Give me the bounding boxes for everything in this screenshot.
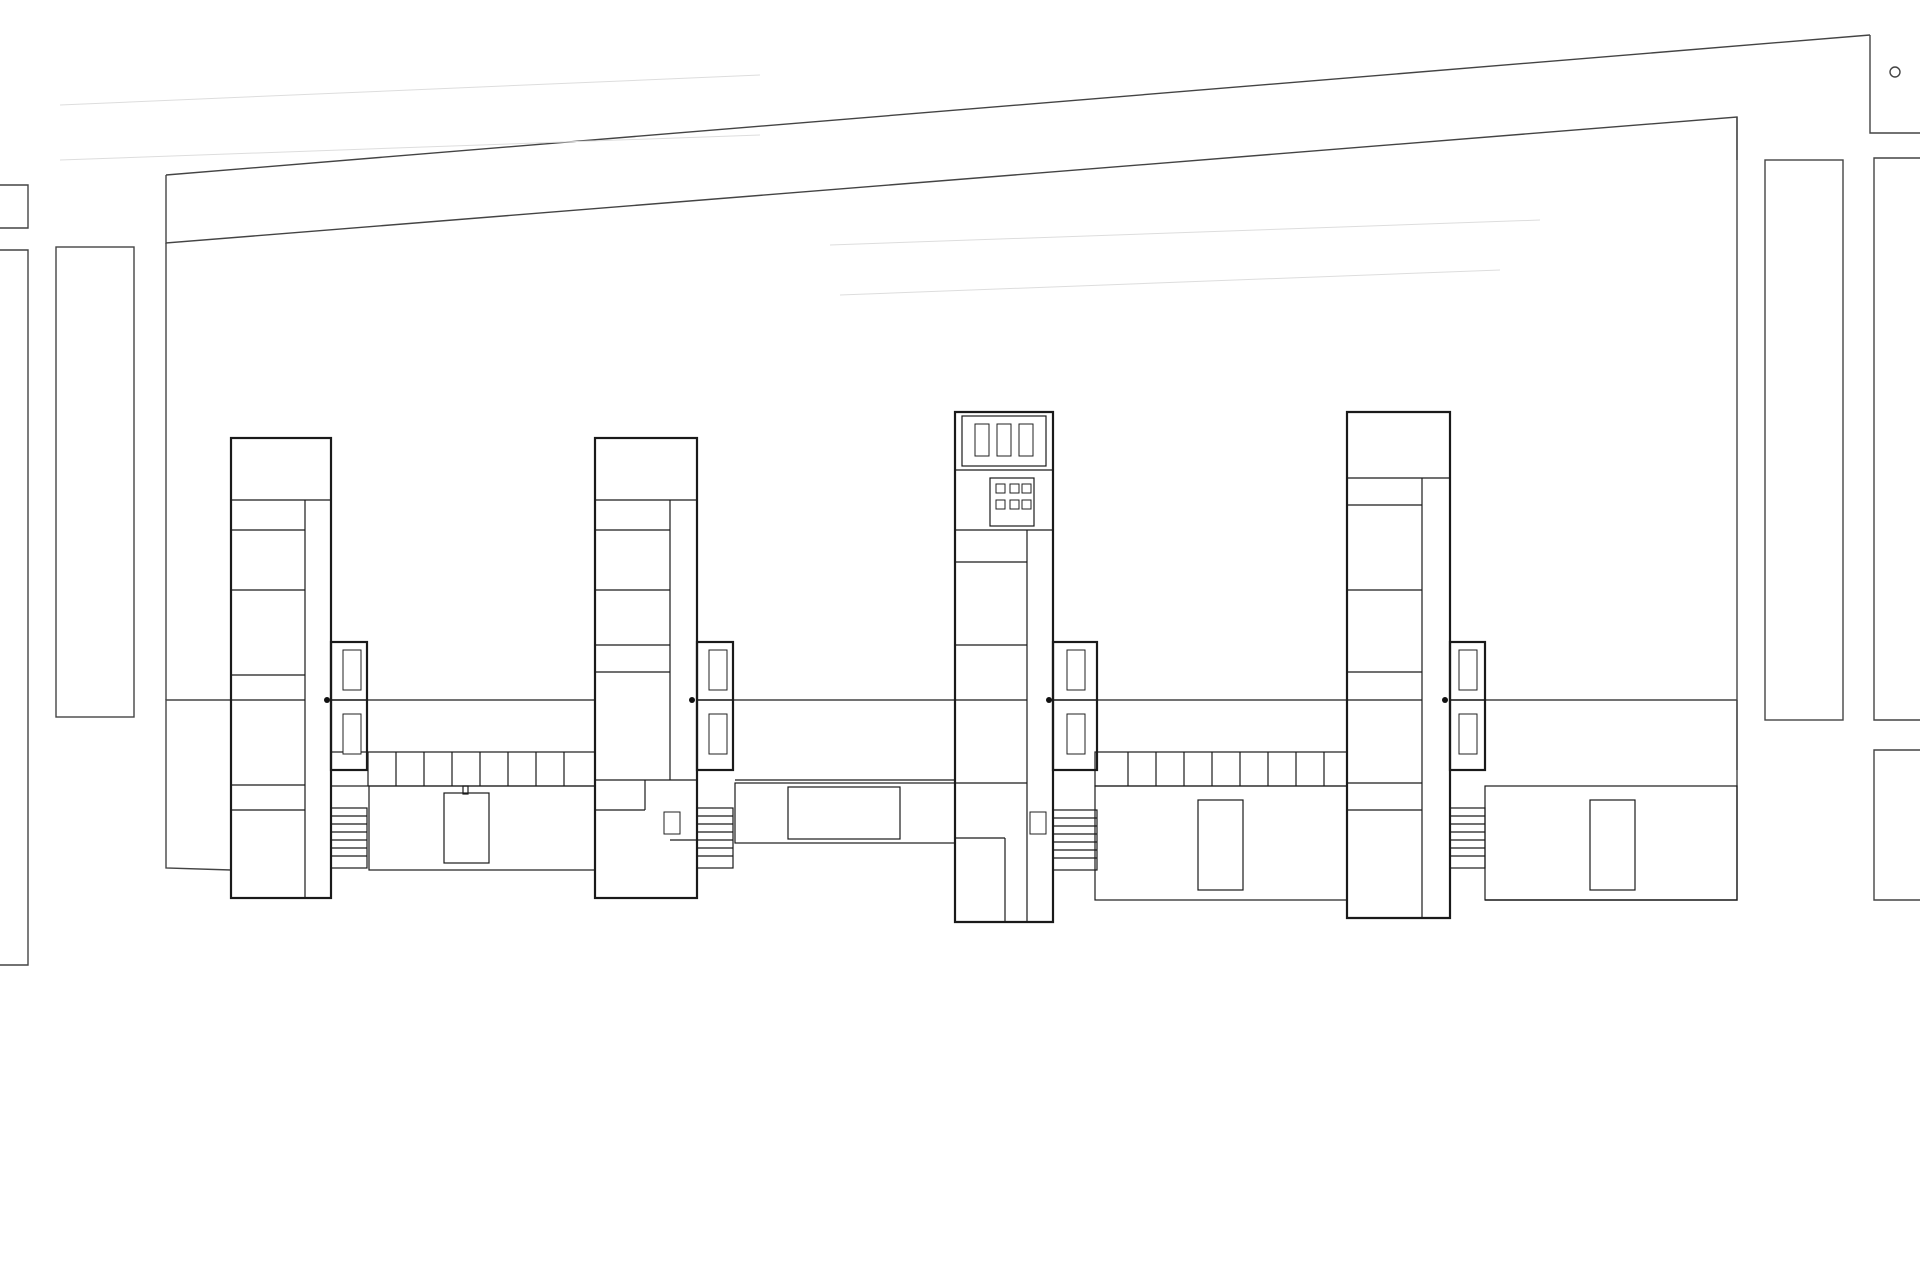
wing-b: [593, 436, 735, 900]
wing-d: [1345, 410, 1487, 920]
site-boundary-right: [1869, 35, 1920, 134]
wing-a-outline: [229, 436, 333, 900]
wing-a-toilet-annex: [329, 640, 369, 772]
site-context: [0, 34, 1920, 966]
wing-c-plant-room: [961, 415, 1047, 467]
skylight-cd: [1197, 799, 1244, 891]
lift-icon: [1029, 811, 1047, 835]
link-bc: [734, 779, 956, 844]
wc-icon: [1066, 713, 1086, 755]
glazed-corridor-ab: [330, 751, 596, 787]
wing-c-stair: [1052, 809, 1098, 871]
column-icon: [1046, 697, 1052, 703]
wing-d-outline: [1345, 410, 1452, 920]
stair-icon: [331, 815, 367, 857]
court-bc-inner: [787, 786, 901, 840]
wing-d-toilet-annex: [1448, 640, 1487, 772]
neighbour-block-right-low: [1873, 749, 1920, 901]
lift-icon: [663, 811, 681, 835]
link-cd: [1094, 751, 1348, 901]
wc-icon: [1458, 713, 1478, 755]
site-road-outer: [165, 116, 1738, 244]
equipment-icon: [996, 423, 1012, 457]
equipment-icon: [974, 423, 990, 457]
wc-icon: [708, 649, 728, 691]
column-icon: [1442, 697, 1448, 703]
wing-a-rooms: [231, 499, 331, 811]
wing-c: [953, 410, 1099, 924]
faint-tree-strip: [59, 74, 1541, 296]
wing-c-outline: [953, 410, 1055, 924]
wing-a: [229, 436, 369, 900]
wing-b-toilet-annex: [695, 640, 735, 772]
courtyard-ab: [368, 785, 596, 871]
wing-d-stair: [1449, 807, 1486, 869]
skylight-d-east: [1589, 799, 1636, 891]
stair-icon: [697, 815, 733, 857]
neighbour-block-left-inner: [55, 246, 135, 718]
wing-a-stair: [330, 807, 368, 869]
stair-icon: [1450, 815, 1485, 857]
corridor-mullions-cd: [1127, 752, 1325, 786]
link-ab: [330, 751, 596, 871]
wc-icon: [1066, 649, 1086, 691]
equipment-icon: [1018, 423, 1034, 457]
glazed-corridor-cd: [1094, 751, 1348, 787]
column-icon: [324, 697, 330, 703]
corridor-mullions-ab: [367, 752, 565, 786]
link-d-east: [1484, 785, 1738, 901]
wing-b-stair: [696, 807, 734, 869]
tables-icon: [995, 483, 1032, 510]
courtyard-d-east: [1484, 785, 1738, 901]
wing-c-rooms: [955, 469, 1053, 922]
wc-icon: [342, 713, 362, 755]
wing-c-table-room: [989, 477, 1035, 527]
wing-c-toilet-annex: [1051, 640, 1099, 772]
wing-d-rooms: [1347, 477, 1450, 811]
site-road-edge: [165, 34, 1871, 176]
wc-icon: [1458, 649, 1478, 691]
wing-b-rooms: [595, 499, 697, 841]
wing-b-outline: [593, 436, 699, 900]
neighbour-block-left-top: [0, 184, 29, 229]
court-bc: [734, 782, 956, 844]
wc-icon: [708, 713, 728, 755]
neighbour-block-right-inner: [1764, 159, 1844, 721]
wc-icon: [342, 649, 362, 691]
courtyard-cd: [1094, 785, 1348, 901]
site-marker-icon: [1889, 66, 1901, 78]
neighbour-block-right: [1873, 157, 1920, 721]
plinth-west: [165, 699, 232, 871]
column-icon: [689, 697, 695, 703]
neighbour-block-left: [0, 249, 29, 966]
skylight-ab: [443, 792, 490, 864]
stair-icon: [1053, 817, 1097, 859]
